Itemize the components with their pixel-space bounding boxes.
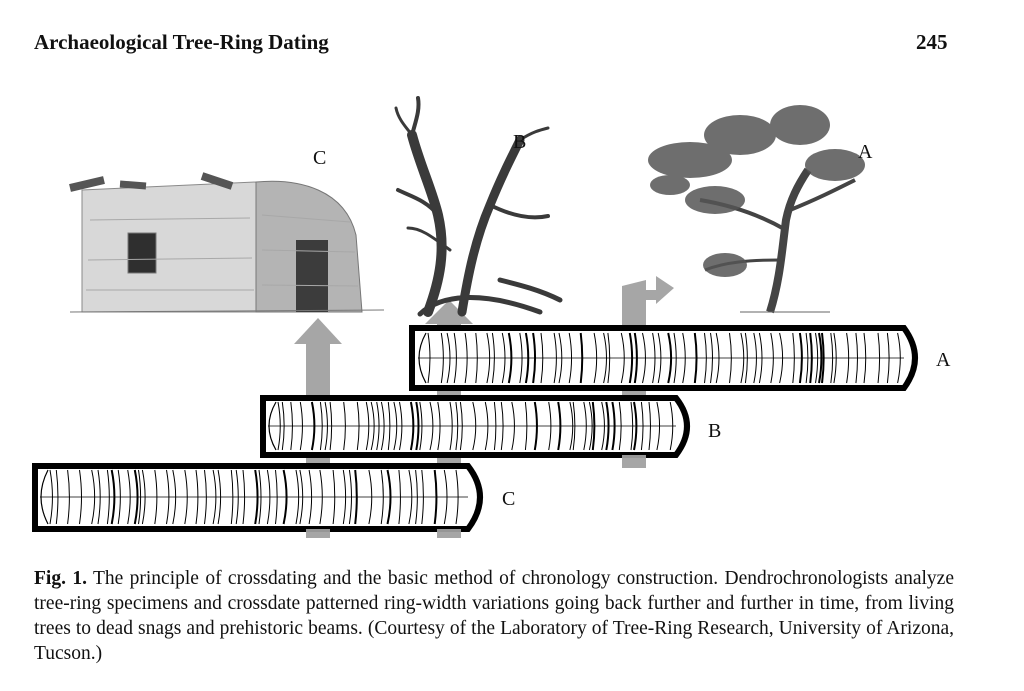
sample-b-label: B: [708, 420, 721, 442]
core-sample-c: [32, 463, 483, 532]
sample-c-label: C: [502, 488, 515, 510]
core-sample-b: [260, 395, 690, 458]
running-head-title: Archaeological Tree-Ring Dating: [34, 30, 329, 54]
tree-label: A: [858, 141, 873, 163]
caption-label: Fig. 1.: [34, 568, 87, 589]
page-number: 245: [916, 30, 948, 54]
living-tree: [648, 105, 865, 314]
snag-label: B: [513, 131, 526, 153]
caption-text: The principle of crossdating and the bas…: [34, 568, 954, 664]
sample-a-label: A: [936, 349, 951, 371]
core-sample-a: [409, 325, 918, 391]
pueblo-building: [69, 172, 385, 313]
figure-caption: Fig. 1. The principle of crossdating and…: [34, 566, 954, 666]
building-label: C: [313, 147, 326, 169]
dead-snag: [394, 96, 563, 317]
crossdating-figure: C B A A B C: [32, 96, 951, 538]
